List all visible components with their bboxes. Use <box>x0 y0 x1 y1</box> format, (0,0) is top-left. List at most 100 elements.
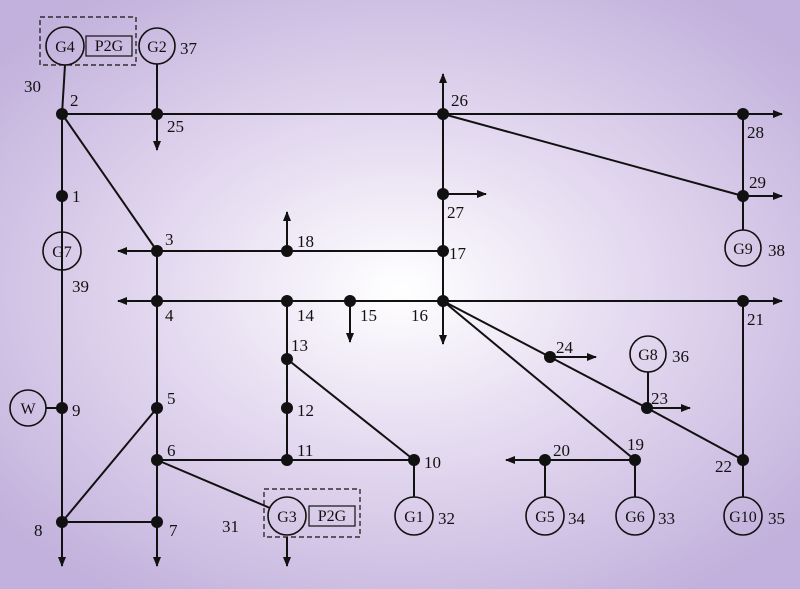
bus-node <box>629 454 641 466</box>
generator-bus-label: 33 <box>658 509 675 528</box>
bus-label: 17 <box>449 244 467 263</box>
generator-symbol <box>394 496 434 536</box>
bus-label: 27 <box>447 203 465 222</box>
bus-9: 9 <box>56 401 81 420</box>
generator-bus-label: 38 <box>768 241 785 260</box>
bus-12: 12 <box>281 401 314 420</box>
generator-label: W <box>20 401 36 418</box>
load-arrows <box>58 73 783 567</box>
generator-symbol <box>723 496 763 536</box>
bus-10: 10 <box>408 453 441 472</box>
generator-bus-label: 31 <box>222 517 239 536</box>
bus-node <box>151 108 163 120</box>
bus-label: 5 <box>167 389 176 408</box>
generator-label: G10 <box>729 509 757 526</box>
bus-node <box>737 190 749 202</box>
generator-symbol <box>629 335 667 373</box>
bus-node <box>56 108 68 120</box>
bus-node <box>437 188 449 200</box>
bus-node <box>56 190 68 202</box>
line-13-10 <box>286 358 415 461</box>
bus-label: 2 <box>70 91 79 110</box>
bus-node <box>544 351 556 363</box>
buses: 2 25 26 28 1 29 27 3 18 17 4 14 15 16 21 13 24 9 5 12 23 6 11 1… <box>34 91 766 540</box>
bus-28: 28 <box>737 108 764 142</box>
bus-label: 12 <box>297 401 314 420</box>
generator-label: G4 <box>55 39 75 56</box>
generator-label: G1 <box>404 509 424 526</box>
bus-15: 15 <box>344 295 377 325</box>
p2g-label: P2G <box>318 508 347 525</box>
bus-label: 11 <box>297 441 313 460</box>
bus-label: 4 <box>165 306 174 325</box>
generator-symbol <box>525 496 565 536</box>
bus-label: 14 <box>297 306 315 325</box>
bus-label: 22 <box>715 457 732 476</box>
bus-label: 3 <box>165 230 174 249</box>
bus-6: 6 <box>151 441 176 466</box>
generator-label: G6 <box>625 509 645 526</box>
generator-symbol <box>267 496 307 536</box>
p2g-box <box>308 505 356 527</box>
generator-g6: G6 33 <box>615 460 675 536</box>
generator-label: G7 <box>52 244 72 261</box>
bus-13: 13 <box>281 336 308 365</box>
bus-label: 28 <box>747 123 764 142</box>
bus-label: 18 <box>297 232 314 251</box>
bus-label: 13 <box>291 336 308 355</box>
generator-label: G8 <box>638 347 658 364</box>
bus-node <box>281 353 293 365</box>
bus-19: 19 <box>627 435 644 466</box>
bus-label: 23 <box>651 389 668 408</box>
generator-symbol <box>138 27 176 65</box>
line-16-19 <box>442 300 636 461</box>
line-16-24 <box>442 300 551 358</box>
p2g-dashed-box <box>263 488 361 538</box>
bus-21: 21 <box>737 295 764 329</box>
bus-14: 14 <box>281 295 315 325</box>
bus-node <box>281 402 293 414</box>
bus-29: 29 <box>737 173 766 202</box>
generator-bus-label: 32 <box>438 509 455 528</box>
bus-node <box>641 402 653 414</box>
bus-label: 20 <box>553 441 570 460</box>
bus-23: 23 <box>641 389 668 414</box>
bus-25: 25 <box>151 108 184 136</box>
bus-label: 10 <box>424 453 441 472</box>
bus-node <box>344 295 356 307</box>
line-24-23 <box>549 356 648 409</box>
generator-symbol <box>42 231 82 271</box>
bus-label: 1 <box>72 187 81 206</box>
bus-label: 9 <box>72 401 81 420</box>
generator-bus-label: 30 <box>24 77 41 96</box>
generator-g5: G5 34 <box>525 460 586 536</box>
generator-label: G5 <box>535 509 555 526</box>
bus-label: 26 <box>451 91 468 110</box>
bus-2: 2 <box>56 91 79 120</box>
line-23-22 <box>646 407 744 461</box>
bus-label: 29 <box>749 173 766 192</box>
bus-16: 16 <box>411 295 449 325</box>
bus-node <box>437 295 449 307</box>
bus-label: 15 <box>360 306 377 325</box>
bus-node <box>151 516 163 528</box>
generator-bus-label: 35 <box>768 509 785 528</box>
bus-11: 11 <box>281 441 313 466</box>
generator-bus-label: 34 <box>568 509 586 528</box>
line-26-29 <box>442 113 744 197</box>
bus-24: 24 <box>544 338 574 363</box>
p2g-dashed-box <box>39 16 137 66</box>
generator-label: G9 <box>733 241 753 258</box>
bus-26: 26 <box>437 91 468 120</box>
bus-node <box>539 454 551 466</box>
bus-node <box>437 108 449 120</box>
bus-label: 7 <box>169 521 178 540</box>
generator-w: W <box>9 389 62 427</box>
transmission-lines <box>61 113 744 523</box>
